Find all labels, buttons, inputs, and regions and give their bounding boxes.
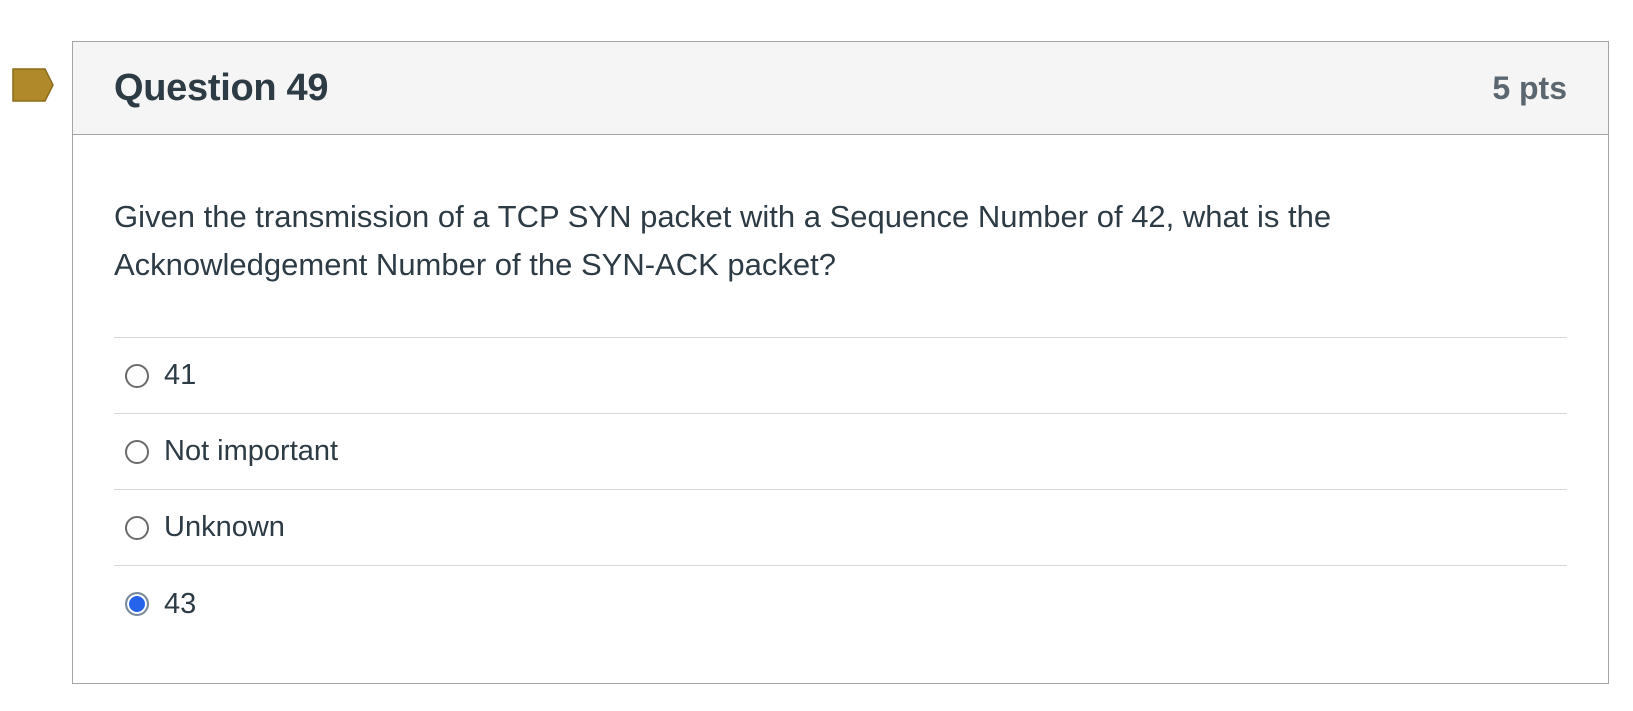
question-card: Question 49 5 pts Given the transmission…: [72, 41, 1609, 684]
answer-label: 41: [164, 359, 197, 391]
flag-question-icon[interactable]: [12, 68, 54, 102]
answer-option-43[interactable]: 43: [114, 566, 1567, 642]
radio-button-selected[interactable]: [125, 592, 149, 616]
radio-button[interactable]: [125, 439, 149, 464]
answer-label: 43: [164, 587, 197, 620]
answer-label: Unknown: [164, 511, 285, 543]
question-body: Given the transmission of a TCP SYN pack…: [73, 135, 1608, 642]
answer-option-not-important[interactable]: Not important: [114, 414, 1567, 490]
question-title: Question 49: [114, 66, 329, 109]
question-text: Given the transmission of a TCP SYN pack…: [114, 199, 1332, 282]
answer-option-unknown[interactable]: Unknown: [114, 490, 1567, 566]
question-header: Question 49 5 pts: [73, 42, 1608, 135]
question-points: 5 pts: [1492, 69, 1567, 106]
radio-button[interactable]: [125, 363, 149, 388]
answer-label: Not important: [164, 435, 339, 467]
answer-list: 41 Not important Unknown 43: [114, 337, 1567, 642]
radio-button[interactable]: [125, 515, 149, 540]
answer-option-41[interactable]: 41: [114, 338, 1567, 414]
